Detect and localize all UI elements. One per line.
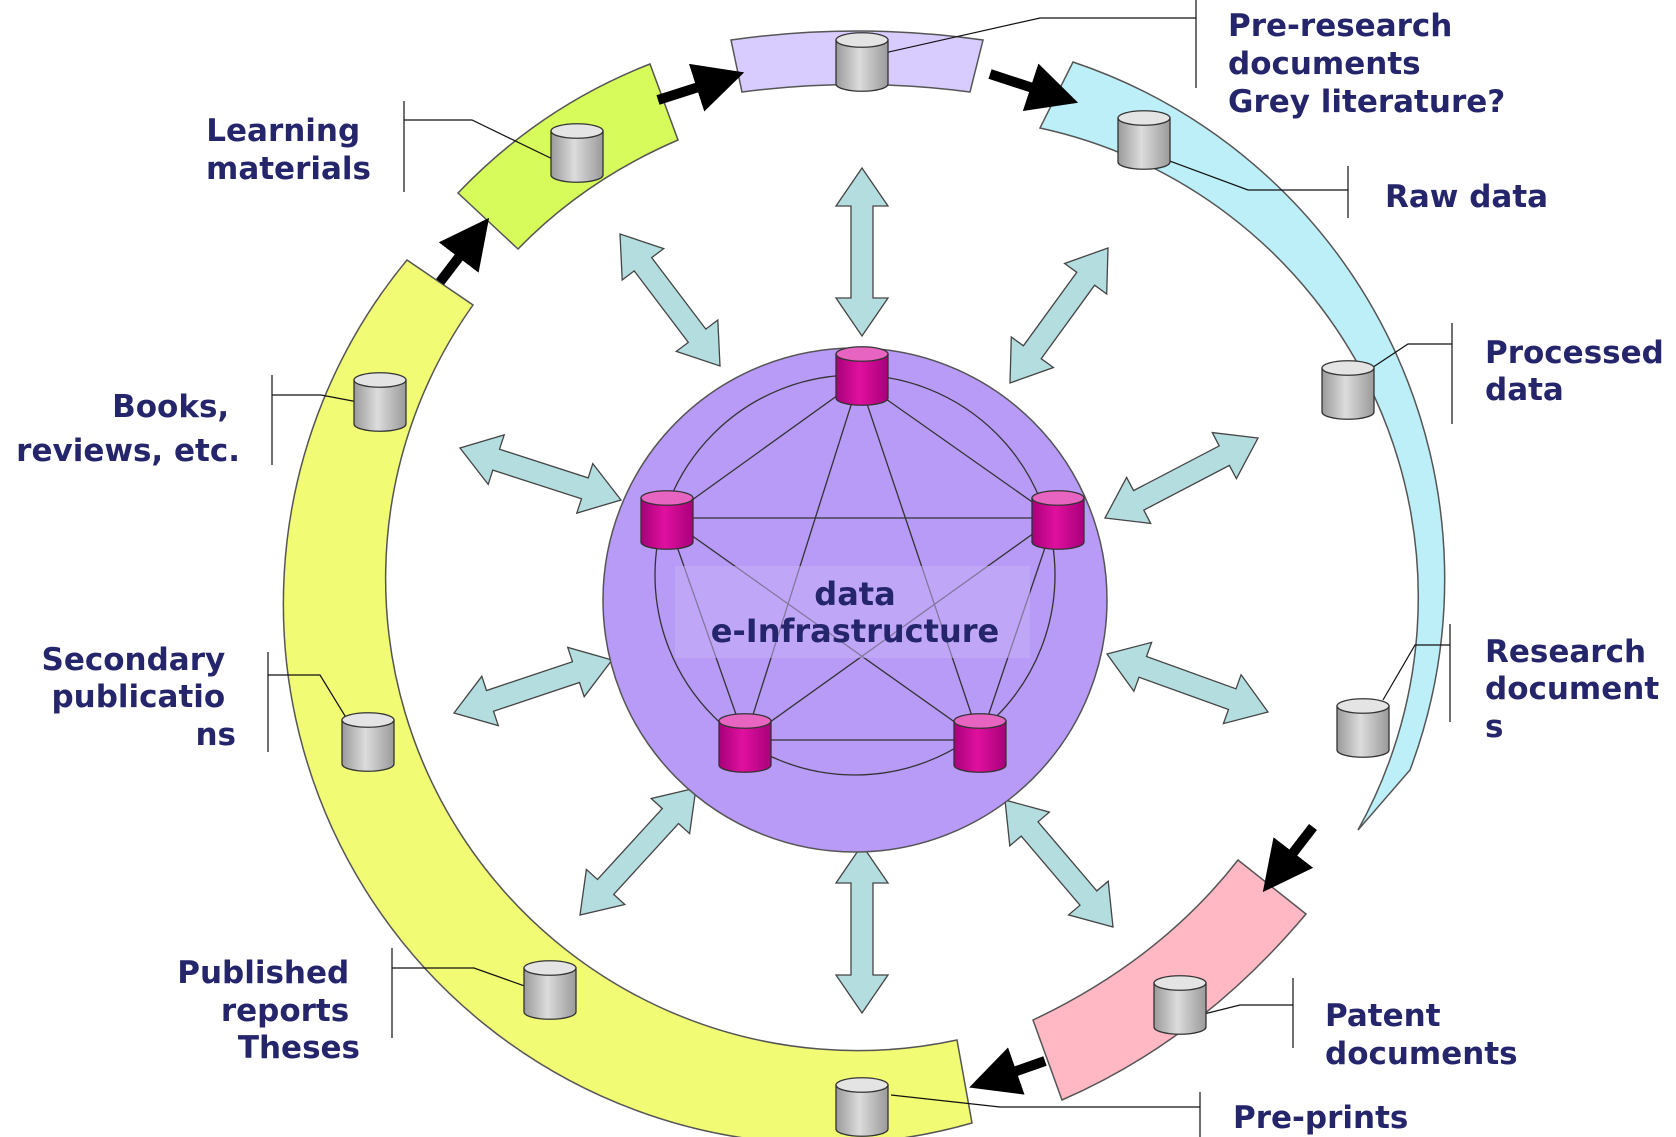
database-icon-processed-data	[1321, 360, 1375, 420]
center-label-line1: data	[814, 575, 895, 613]
database-icon-research-documents	[1336, 698, 1390, 758]
database-icon-pre-prints	[835, 1077, 889, 1137]
double-arrow-ssw	[579, 787, 697, 916]
network-node-bottom-right	[953, 713, 1007, 773]
segment-data	[1038, 61, 1446, 831]
leader-lines	[267, 0, 1453, 1137]
database-icon-secondary-publications	[341, 712, 395, 772]
label-learning-materials: Learning materials	[206, 113, 371, 187]
network-node-bottom-left	[718, 713, 772, 773]
double-arrow-ene	[1103, 431, 1260, 525]
double-arrows	[452, 166, 1270, 1015]
central-hub: data e-Infrastructure	[602, 347, 1108, 853]
label-secondary-publications: Secondary publicatio ns	[42, 642, 237, 753]
segment-publications	[282, 258, 973, 1137]
double-arrow-sse	[1004, 799, 1114, 928]
flow-arrow-data-to-patent	[1262, 823, 1317, 893]
database-icon-patent-documents	[1153, 975, 1207, 1035]
double-arrow-ese	[1105, 641, 1270, 725]
database-icon-books-reviews	[353, 372, 407, 432]
double-arrow-nne	[1009, 247, 1109, 384]
network-node-right	[1031, 490, 1085, 550]
database-icon-learning-materials	[550, 123, 604, 183]
flow-arrow-patent-to-publications	[969, 1047, 1047, 1095]
center-label-line2: e-Infrastructure	[711, 612, 999, 650]
label-books-reviews: Books, reviews, etc.	[16, 389, 240, 469]
database-icons	[341, 32, 1390, 1137]
network-node-top	[835, 346, 889, 406]
flow-arrows	[436, 63, 1317, 1095]
double-arrow-nnw	[619, 233, 721, 367]
outer-labels: Pre-research documents Grey literature? …	[16, 8, 1675, 1136]
double-arrow-wnw	[458, 433, 623, 515]
label-research-documents: Research document s	[1485, 634, 1670, 745]
database-icon-published-reports	[523, 960, 577, 1020]
double-arrow-s	[834, 843, 890, 1015]
label-patent-documents: Patent documents	[1325, 998, 1518, 1072]
label-pre-research: Pre-research documents Grey literature?	[1228, 8, 1505, 120]
database-icon-preresearch	[835, 32, 889, 92]
database-icon-raw-data	[1117, 110, 1171, 170]
double-arrow-wsw	[452, 646, 614, 727]
network-nodes	[640, 346, 1085, 773]
flow-arrow-preresearch-to-data	[988, 63, 1079, 112]
flow-arrow-learning-to-preresearch	[656, 63, 745, 112]
label-published-reports: Published reports Theses	[177, 955, 360, 1066]
double-arrow-n	[834, 166, 890, 338]
flow-arrow-publications-to-learning	[436, 217, 490, 286]
label-pre-prints: Pre-prints	[1233, 1100, 1408, 1136]
center-label-backdrop	[675, 566, 1030, 658]
network-node-left	[640, 490, 694, 550]
label-processed-data: Processed data	[1485, 335, 1675, 408]
label-raw-data: Raw data	[1385, 179, 1548, 215]
